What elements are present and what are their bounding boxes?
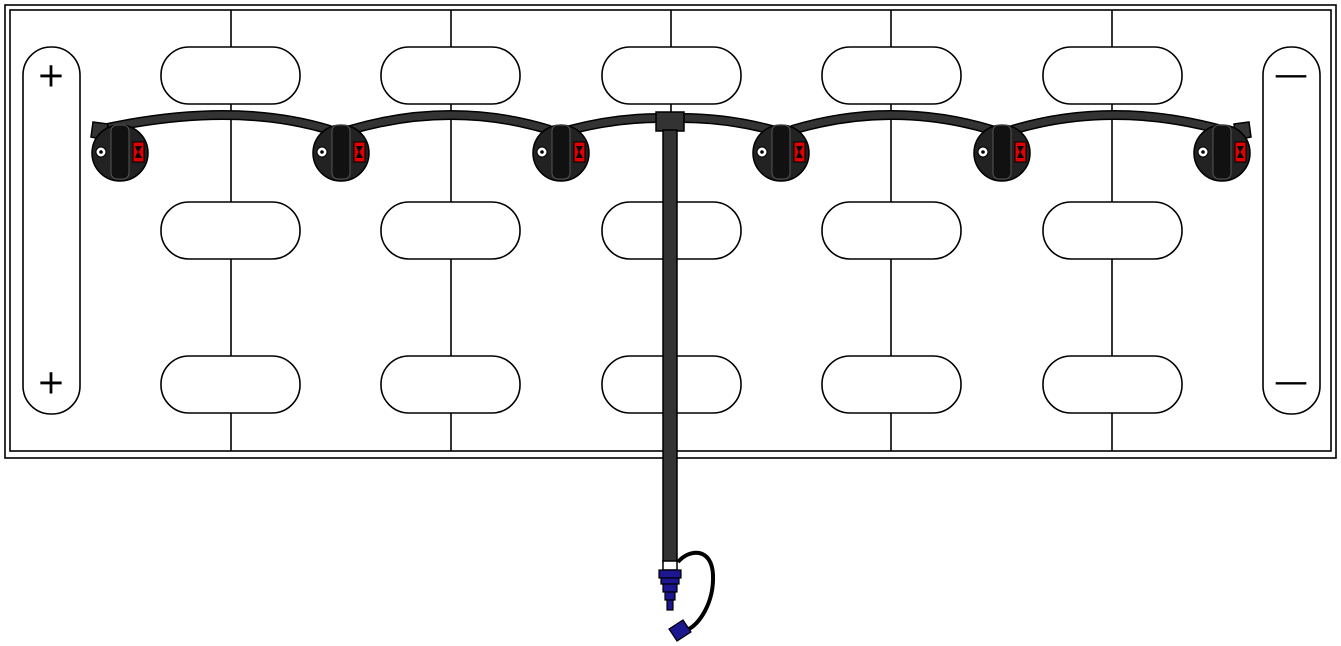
connector-pad [1042, 201, 1183, 260]
watering-valve [752, 124, 810, 182]
watering-valve [91, 124, 149, 182]
coupling-tether [676, 550, 716, 633]
watering-hose [96, 110, 1224, 135]
coupling-dust-cap [668, 619, 692, 642]
watering-valve [312, 124, 370, 182]
main-feed-hose [662, 129, 678, 563]
watering-valve [532, 124, 590, 182]
connector-pad [1042, 46, 1183, 105]
negative-symbol-bottom: — [1274, 362, 1308, 402]
connector-pad [821, 46, 962, 105]
watering-valve [973, 124, 1031, 182]
negative-symbol-top: — [1274, 55, 1308, 95]
positive-symbol-top: + [37, 56, 66, 96]
connector-pad [380, 201, 521, 260]
connector-pad [821, 355, 962, 414]
negative-terminal [1262, 46, 1321, 415]
intercell-connectors [160, 46, 1183, 414]
watering-valve [1193, 124, 1251, 182]
connector-pad [601, 46, 742, 105]
connector-pad [160, 201, 301, 260]
positive-symbol-bottom: + [37, 363, 66, 403]
fill-coupling [658, 560, 682, 611]
connector-pad [380, 46, 521, 105]
positive-terminal [22, 46, 81, 415]
watering-valves [91, 124, 1251, 182]
connector-pad [160, 355, 301, 414]
connector-pad [160, 46, 301, 105]
connector-pad [380, 355, 521, 414]
hose-t-junction [655, 111, 685, 132]
connector-pad [1042, 355, 1183, 414]
connector-pad [821, 201, 962, 260]
